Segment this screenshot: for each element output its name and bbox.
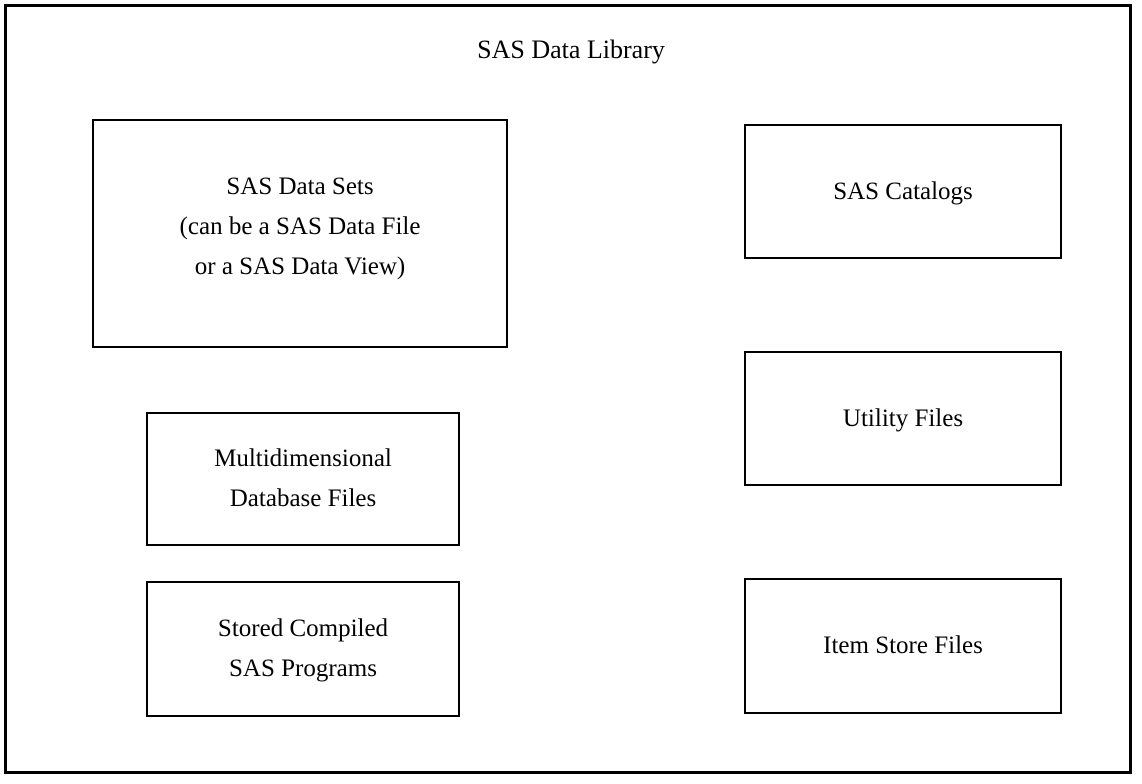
node-item-store-files-label: Item Store Files (823, 632, 983, 659)
node-multidimensional-database-files: Multidimensional Database Files (146, 412, 460, 546)
node-sas-data-sets-label: SAS Data Sets (can be a SAS Data File or… (179, 172, 421, 280)
node-sas-data-sets: SAS Data Sets (can be a SAS Data File or… (92, 119, 508, 348)
node-multidimensional-database-files-label: Multidimensional Database Files (214, 445, 392, 512)
diagram-title: SAS Data Library (477, 35, 665, 64)
sas-data-library-frame (4, 4, 1132, 774)
node-stored-compiled-sas-programs-label: Stored Compiled SAS Programs (217, 615, 389, 682)
node-sas-catalogs-label: SAS Catalogs (833, 177, 973, 205)
node-item-store-files: Item Store Files (744, 578, 1062, 714)
node-stored-compiled-sas-programs: Stored Compiled SAS Programs (146, 581, 460, 717)
node-sas-catalogs: SAS Catalogs (744, 124, 1062, 259)
node-utility-files: Utility Files (744, 351, 1062, 486)
node-utility-files-label: Utility Files (842, 404, 964, 432)
